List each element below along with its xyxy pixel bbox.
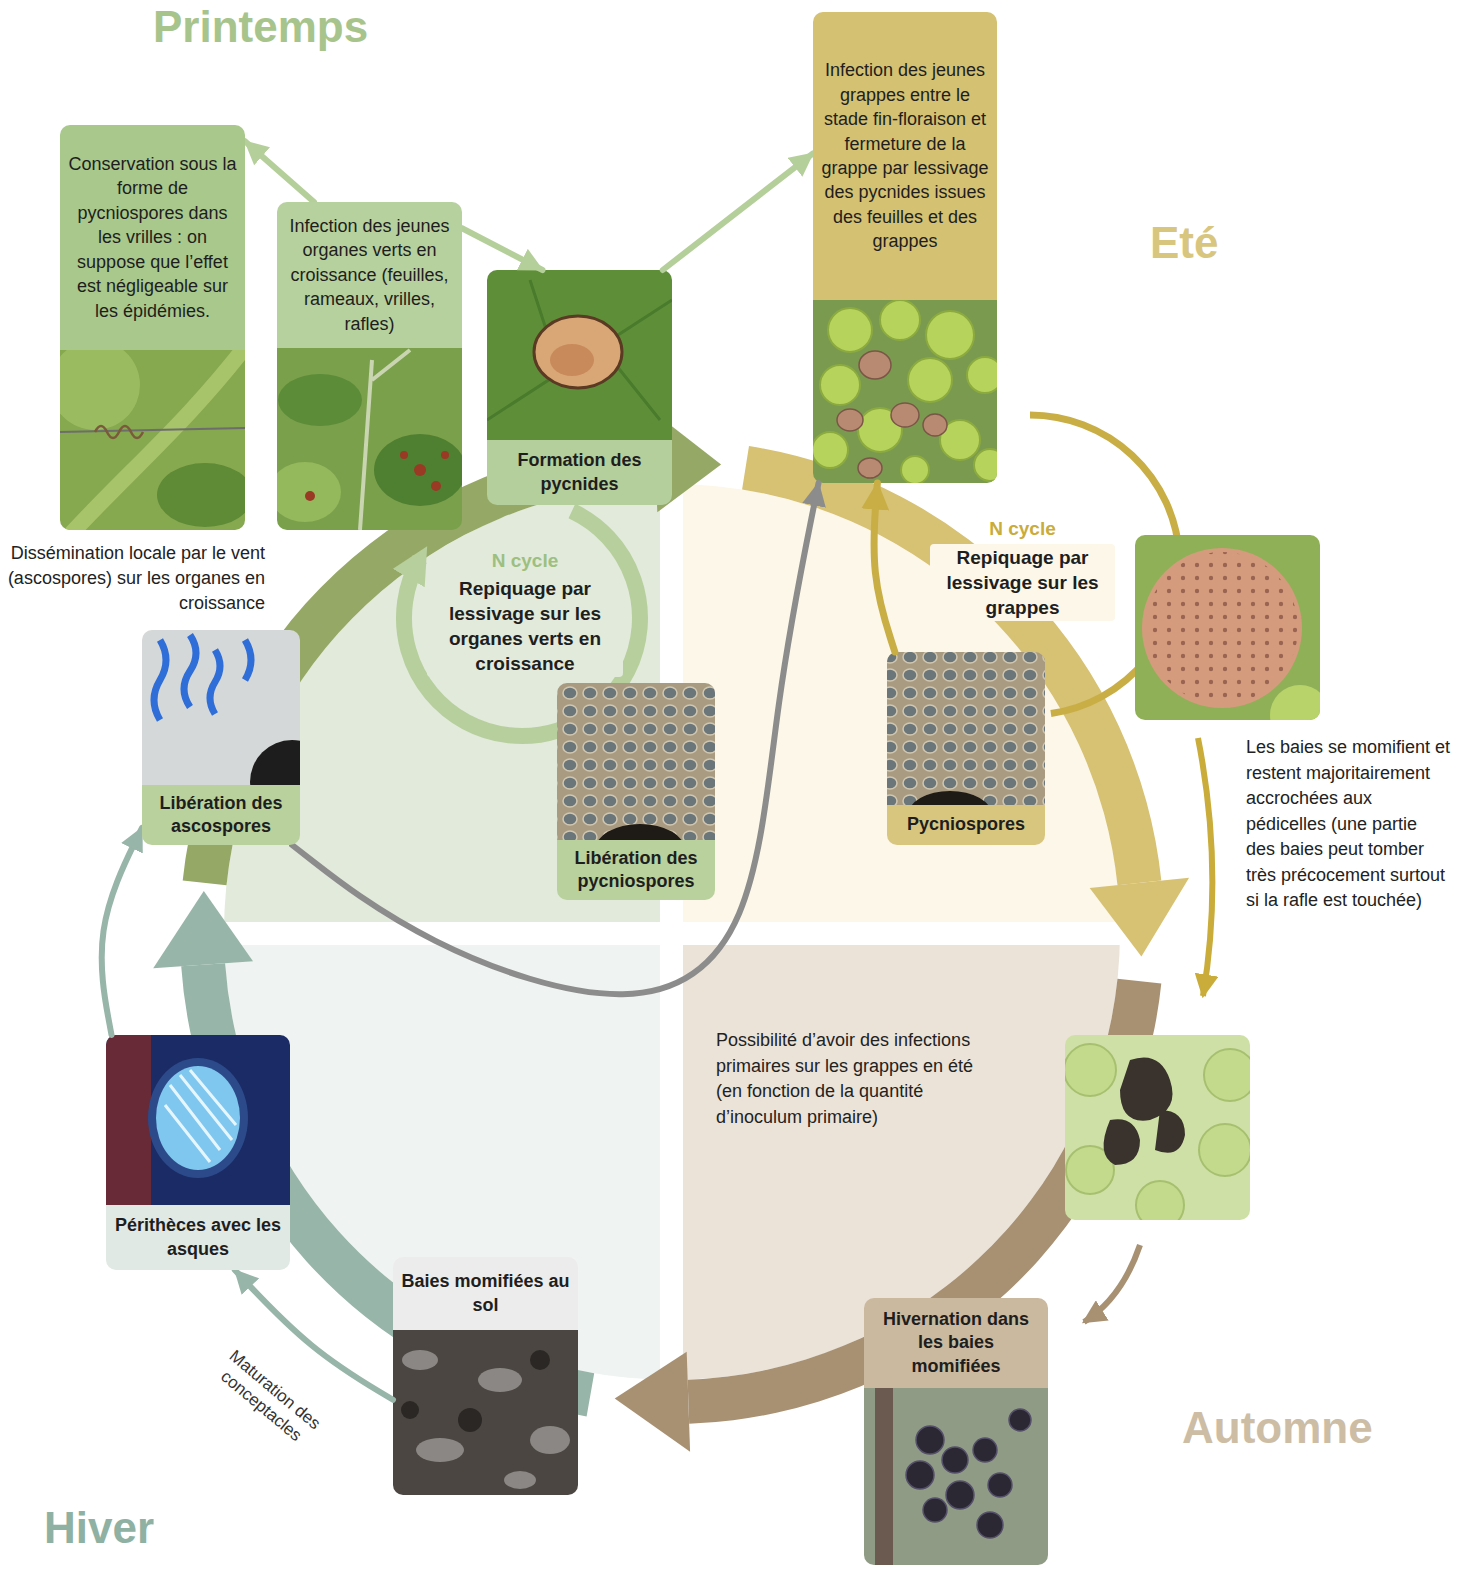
- caption-band: Infection des jeunes grappes entre le st…: [813, 12, 997, 300]
- edge-label: Maturation des conceptacles: [205, 1340, 332, 1456]
- annotation-text: Hiver: [44, 1503, 154, 1553]
- annotation-text: Possibilité d’avoir des infections prima…: [713, 1027, 985, 1131]
- caption-band: Périthèces avec les asques: [106, 1205, 290, 1270]
- caption-band: Baies momifiées au sol: [393, 1257, 578, 1330]
- flow-arrow: [874, 483, 895, 652]
- flow-arrow: [462, 228, 543, 270]
- stage-card: Infection des jeunes organes verts en cr…: [277, 202, 462, 530]
- mummified-cluster-photo: [1065, 1035, 1250, 1220]
- annotation-text: Les baies se momifient et restent majori…: [1246, 735, 1451, 914]
- flow-arrow: [292, 483, 818, 994]
- caption-band: Conservation sous la forme de pycniospor…: [60, 125, 245, 350]
- overwinter-arrow: [1084, 1245, 1140, 1322]
- caption-text: Baies momifiées au sol: [400, 1270, 571, 1317]
- caption-text: Infection des jeunes organes verts en cr…: [284, 214, 455, 336]
- annotation-text: Printemps: [153, 2, 368, 52]
- stage-card: Libération des ascospores: [142, 630, 300, 845]
- mummify-arrow: [1198, 738, 1212, 996]
- pycniospore-photo: [887, 652, 1045, 815]
- shoot-photo: [277, 338, 462, 530]
- ascospore-photo: [142, 630, 300, 795]
- leaf-lesion-photo: [487, 270, 672, 450]
- caption-band: Formation des pycnides: [487, 440, 672, 505]
- stage-card: Hivernation dans les baies momifiées: [864, 1298, 1048, 1565]
- caption-band: Libération des pycniospores: [557, 840, 715, 900]
- cluster-photo: [813, 290, 997, 483]
- caption-text: Libération des pycniospores: [564, 847, 708, 894]
- stage-card: Pycniospores: [887, 652, 1045, 845]
- stage-card: Infection des jeunes grappes entre le st…: [813, 12, 997, 483]
- ground-berries-photo: [393, 1320, 578, 1495]
- annotation-text: Eté: [1150, 218, 1218, 268]
- caption-band: Libération des ascospores: [142, 785, 300, 845]
- annotation-text: Automne: [1182, 1403, 1373, 1453]
- caption-text: Pycniospores: [894, 813, 1038, 836]
- caption-text: Conservation sous la forme de pycniospor…: [67, 152, 238, 323]
- caption-text: Formation des pycnides: [494, 449, 665, 496]
- overwintering-photo: [864, 1378, 1048, 1565]
- caption-text: Hivernation dans les baies momifiées: [871, 1308, 1041, 1378]
- tendril-photo: [60, 340, 245, 530]
- caption-text: Libération des ascospores: [149, 792, 293, 839]
- berry-photo: [1135, 535, 1320, 720]
- stage-card: Baies momifiées au sol: [393, 1257, 578, 1495]
- stage-card: Périthèces avec les asques: [106, 1035, 290, 1270]
- pycniospore-photo: [557, 683, 715, 850]
- flow-arrow: [663, 153, 813, 270]
- flow-arrow: [245, 141, 314, 202]
- annotation-text: Repiquage par lessivage sur les organes …: [427, 575, 623, 677]
- annotation-text: Repiquage par lessivage sur les grappes: [930, 544, 1115, 621]
- flow-arrow: [102, 828, 142, 1035]
- stage-card: Formation des pycnides: [487, 270, 672, 505]
- stage-card: Conservation sous la forme de pycniospor…: [60, 125, 245, 530]
- annotation-text: N cycle: [935, 518, 1110, 540]
- perithecium-photo: [106, 1035, 290, 1215]
- caption-band: Pycniospores: [887, 805, 1045, 845]
- cycle-ring: [153, 412, 1189, 1451]
- stage-card: Libération des pycniospores: [557, 683, 715, 900]
- annotation-text: N cycle: [435, 550, 615, 572]
- caption-text: Infection des jeunes grappes entre le st…: [820, 58, 990, 254]
- caption-band: Hivernation dans les baies momifiées: [864, 1298, 1048, 1388]
- caption-text: Périthèces avec les asques: [113, 1214, 283, 1261]
- annotation-text: Dissémination locale par le vent (ascosp…: [5, 541, 265, 616]
- caption-band: Infection des jeunes organes verts en cr…: [277, 202, 462, 348]
